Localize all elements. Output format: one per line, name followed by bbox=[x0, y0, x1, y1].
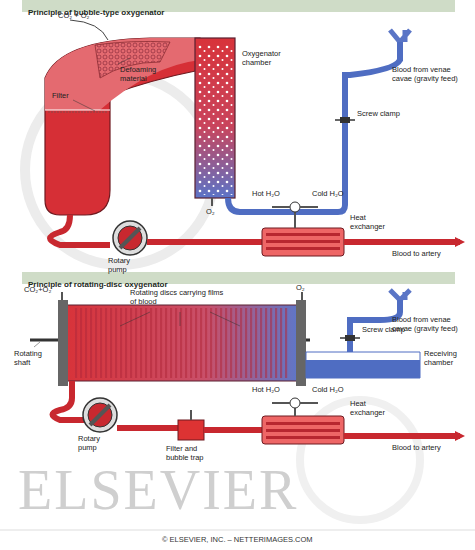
part-label: O₂ bbox=[296, 284, 305, 293]
panel-heading: Principle of bubble-type oxygenator bbox=[22, 0, 455, 12]
panel-heading: Principle of rotating-disc oxygenator bbox=[22, 272, 455, 284]
part-label: Screw clamp bbox=[362, 326, 405, 335]
part-label: Hot H₂O bbox=[252, 386, 280, 395]
part-label: Rotary pump bbox=[108, 257, 144, 274]
part-label: Screw clamp bbox=[357, 110, 400, 119]
part-label: Rotating shaft bbox=[14, 350, 44, 367]
part-label: Receiving chamber bbox=[424, 350, 464, 367]
part-label: Hot H₂O bbox=[252, 190, 280, 199]
part-label: Blood to artery bbox=[392, 250, 441, 259]
part-label: Cold H₂O bbox=[312, 190, 344, 199]
part-label: Rotary pump bbox=[78, 435, 114, 452]
part-label: Defoaming material bbox=[120, 66, 168, 83]
part-label: Heat exchanger bbox=[350, 214, 390, 231]
part-label: O₂ bbox=[206, 208, 215, 217]
watermark: ELSEVIER bbox=[18, 462, 298, 518]
part-label: CO₂+O₂ bbox=[24, 286, 51, 295]
part-label: Filter bbox=[52, 92, 69, 101]
part-label: Cold H₂O bbox=[312, 386, 344, 395]
part-label: Rotating discs carrying films of blood bbox=[130, 289, 230, 306]
part-label: Heat exchanger bbox=[350, 400, 390, 417]
heading-text: Principle of bubble-type oxygenator bbox=[28, 8, 164, 17]
part-label: Oxygenator chamber bbox=[242, 50, 286, 67]
part-label: Blood to artery bbox=[392, 444, 441, 453]
part-label: Blood from venae cavae (gravity feed) bbox=[392, 66, 464, 83]
copyright: © ELSEVIER, INC. – NETTERIMAGES.COM bbox=[162, 536, 313, 545]
part-label: Filter and bubble trap bbox=[166, 445, 210, 462]
part-label: CO₂ + O₂ bbox=[58, 12, 89, 21]
